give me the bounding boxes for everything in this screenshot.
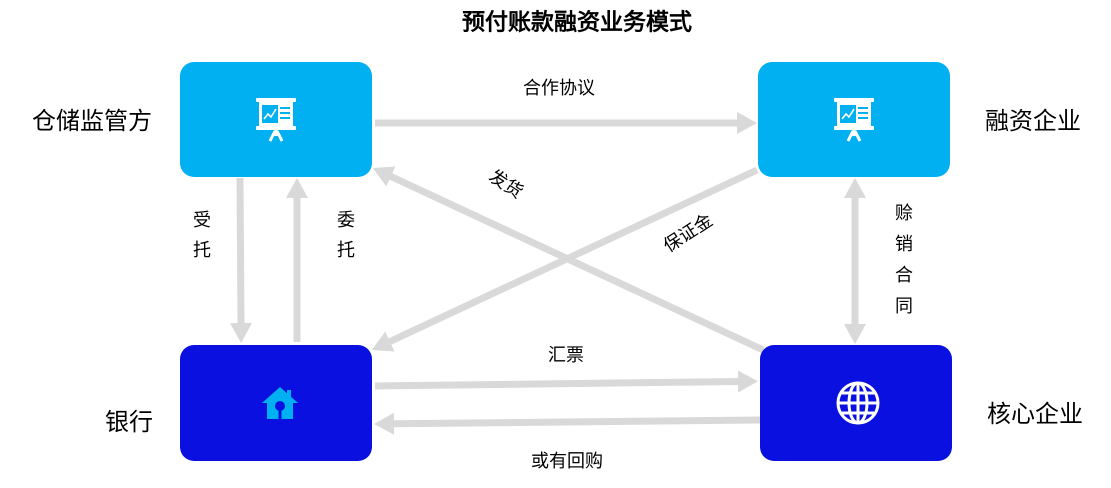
label-cooperation-agreement: 合作协议 — [523, 78, 595, 98]
node-financing-company — [758, 62, 950, 177]
arrow-delivery — [372, 166, 765, 354]
node-label-bank: 银行 — [105, 409, 153, 436]
arrow-deposit — [371, 166, 759, 352]
globe-icon — [835, 380, 881, 426]
node-bank — [180, 345, 372, 461]
label-credit-sales-contract: 赊销合同 — [893, 203, 913, 327]
presentation-board-icon — [256, 97, 296, 142]
house-icon — [260, 385, 300, 421]
node-label-core-enterprise: 核心企业 — [987, 401, 1083, 428]
node-label-financing-company: 融资企业 — [985, 108, 1081, 135]
presentation-board-icon — [834, 97, 874, 142]
arrow-bill-of-exchange — [374, 370, 758, 393]
node-warehouse-supervisor — [180, 62, 372, 177]
label-bill-of-exchange: 汇票 — [548, 345, 584, 365]
label-contingent-buyback: 或有回购 — [531, 451, 603, 471]
label-entrust: 委托 — [335, 210, 355, 270]
node-core-enterprise — [760, 345, 952, 461]
arrow-contingent-buyback — [374, 412, 761, 435]
node-label-warehouse-supervisor: 仓储监管方 — [32, 108, 152, 135]
arrow-entrusted — [229, 177, 252, 343]
diagram-title: 预付账款融资业务模式 — [462, 8, 692, 35]
label-entrusted: 受托 — [191, 210, 211, 270]
